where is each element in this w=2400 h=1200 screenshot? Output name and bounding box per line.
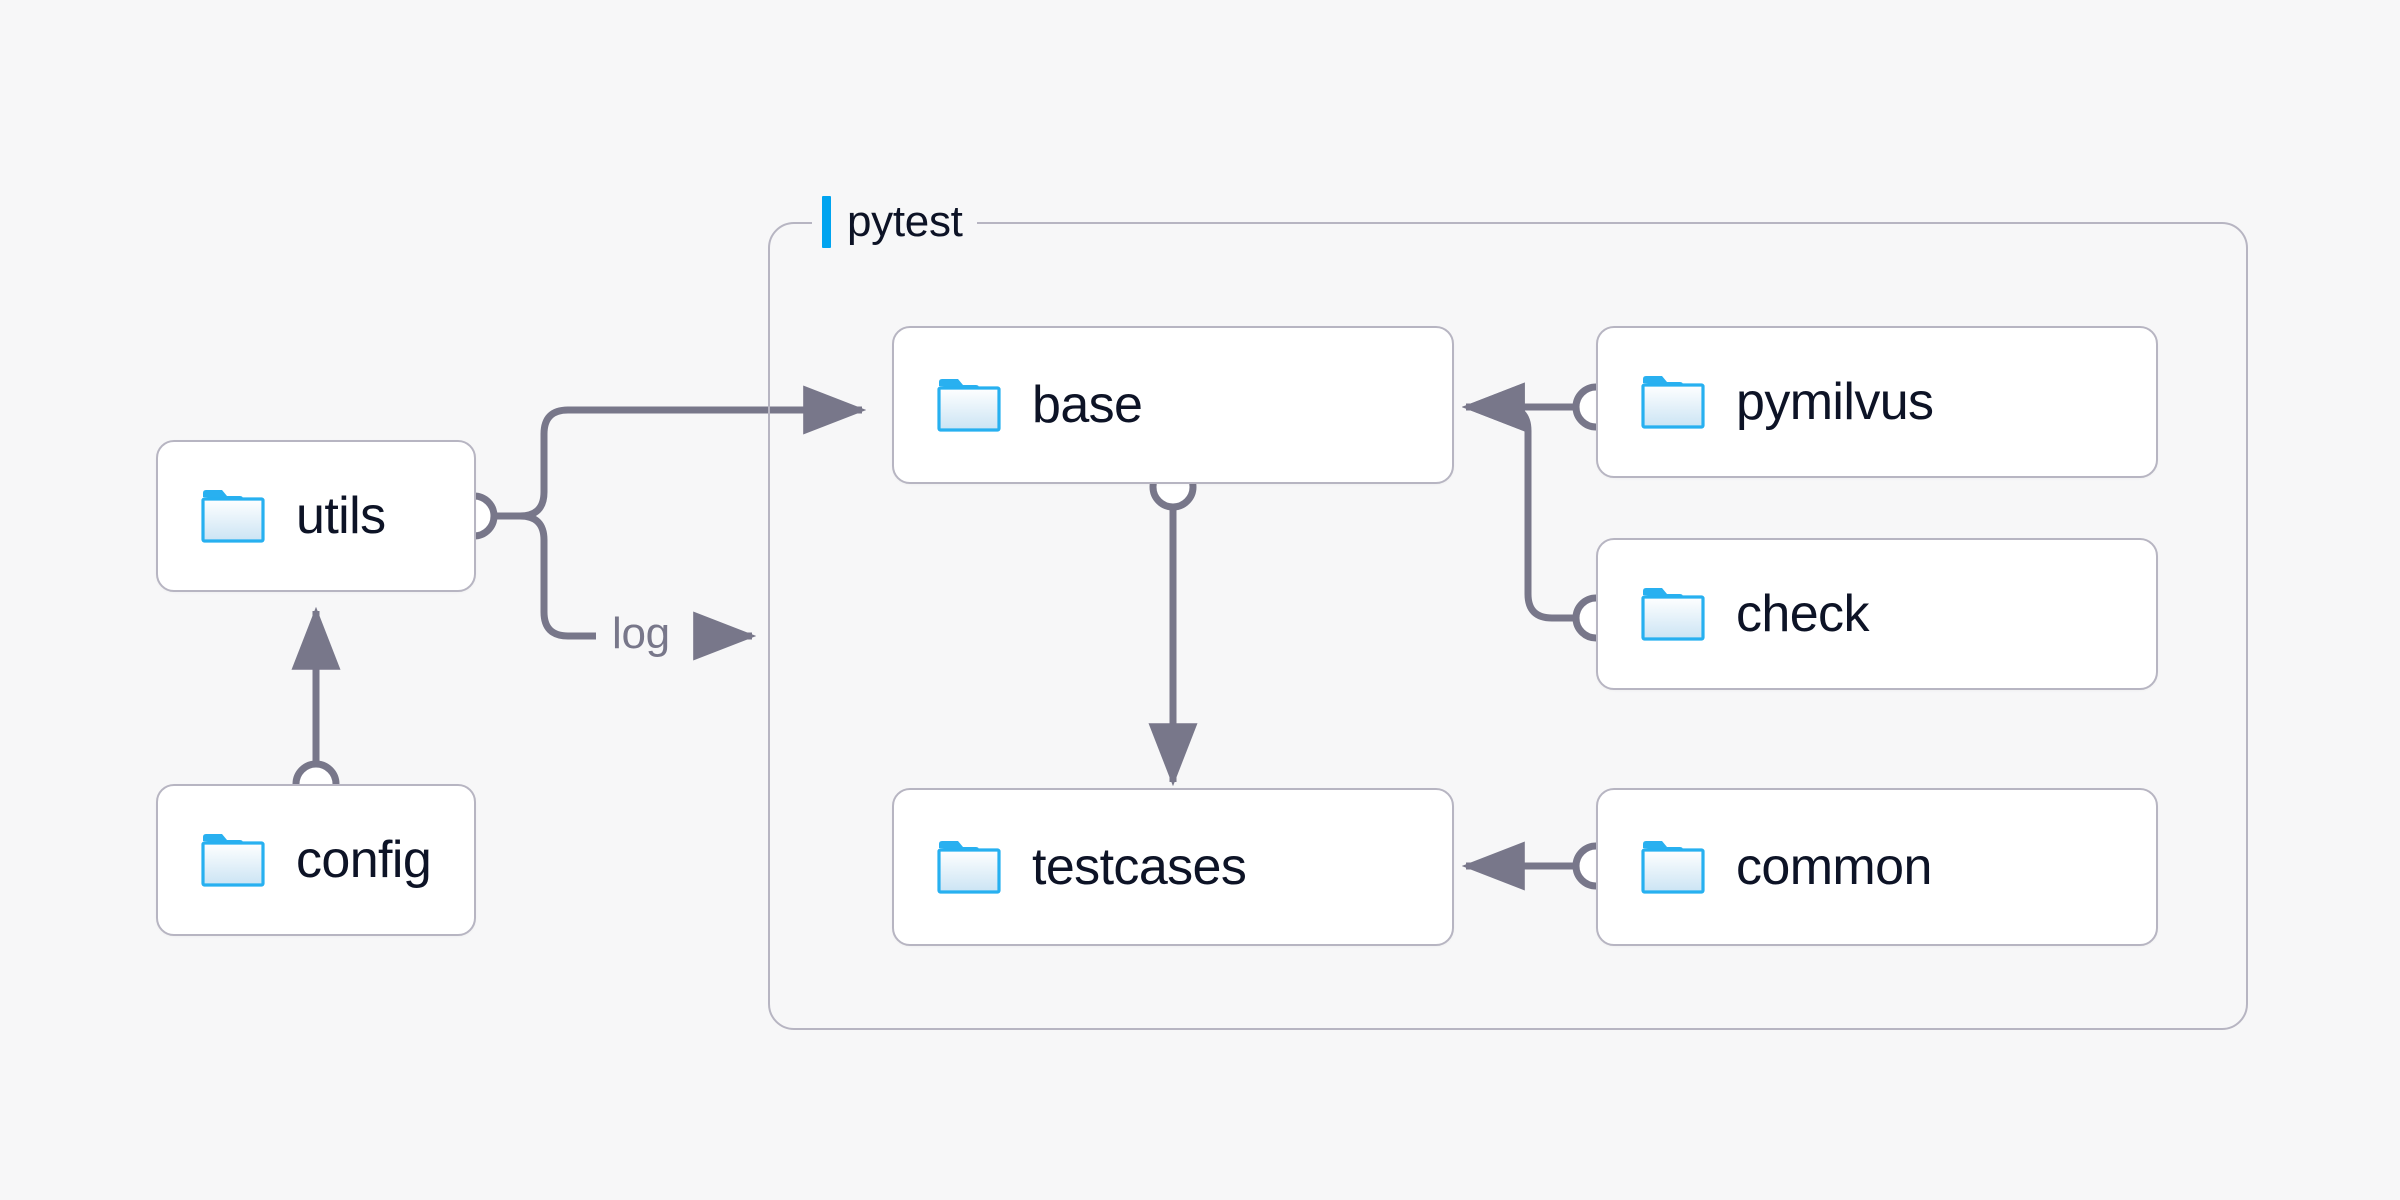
node-label: base — [1032, 376, 1143, 434]
edge-label-log: log — [604, 612, 678, 656]
folder-icon — [937, 841, 1001, 894]
node-label: pymilvus — [1736, 373, 1934, 431]
folder-icon — [937, 379, 1001, 432]
node-common[interactable]: common — [1596, 788, 2158, 946]
node-label: common — [1736, 838, 1932, 896]
node-testcases[interactable]: testcases — [892, 788, 1454, 946]
node-config[interactable]: config — [156, 784, 476, 936]
group-accent-bar — [822, 196, 831, 248]
node-base[interactable]: base — [892, 326, 1454, 484]
node-utils[interactable]: utils — [156, 440, 476, 592]
folder-icon — [201, 490, 265, 543]
group-pytest-title: pytest — [847, 197, 963, 246]
node-check[interactable]: check — [1596, 538, 2158, 690]
group-pytest[interactable] — [768, 222, 2248, 1030]
node-label: check — [1736, 585, 1869, 643]
folder-icon — [1641, 376, 1705, 429]
node-pymilvus[interactable]: pymilvus — [1596, 326, 2158, 478]
node-label: utils — [296, 487, 386, 545]
node-label: testcases — [1032, 838, 1247, 896]
group-pytest-label: pytest — [812, 194, 977, 250]
folder-icon — [1641, 588, 1705, 641]
node-label: config — [296, 831, 432, 889]
edge-config-to-utils — [291, 606, 341, 808]
folder-icon — [201, 834, 265, 887]
folder-icon — [1641, 841, 1705, 894]
